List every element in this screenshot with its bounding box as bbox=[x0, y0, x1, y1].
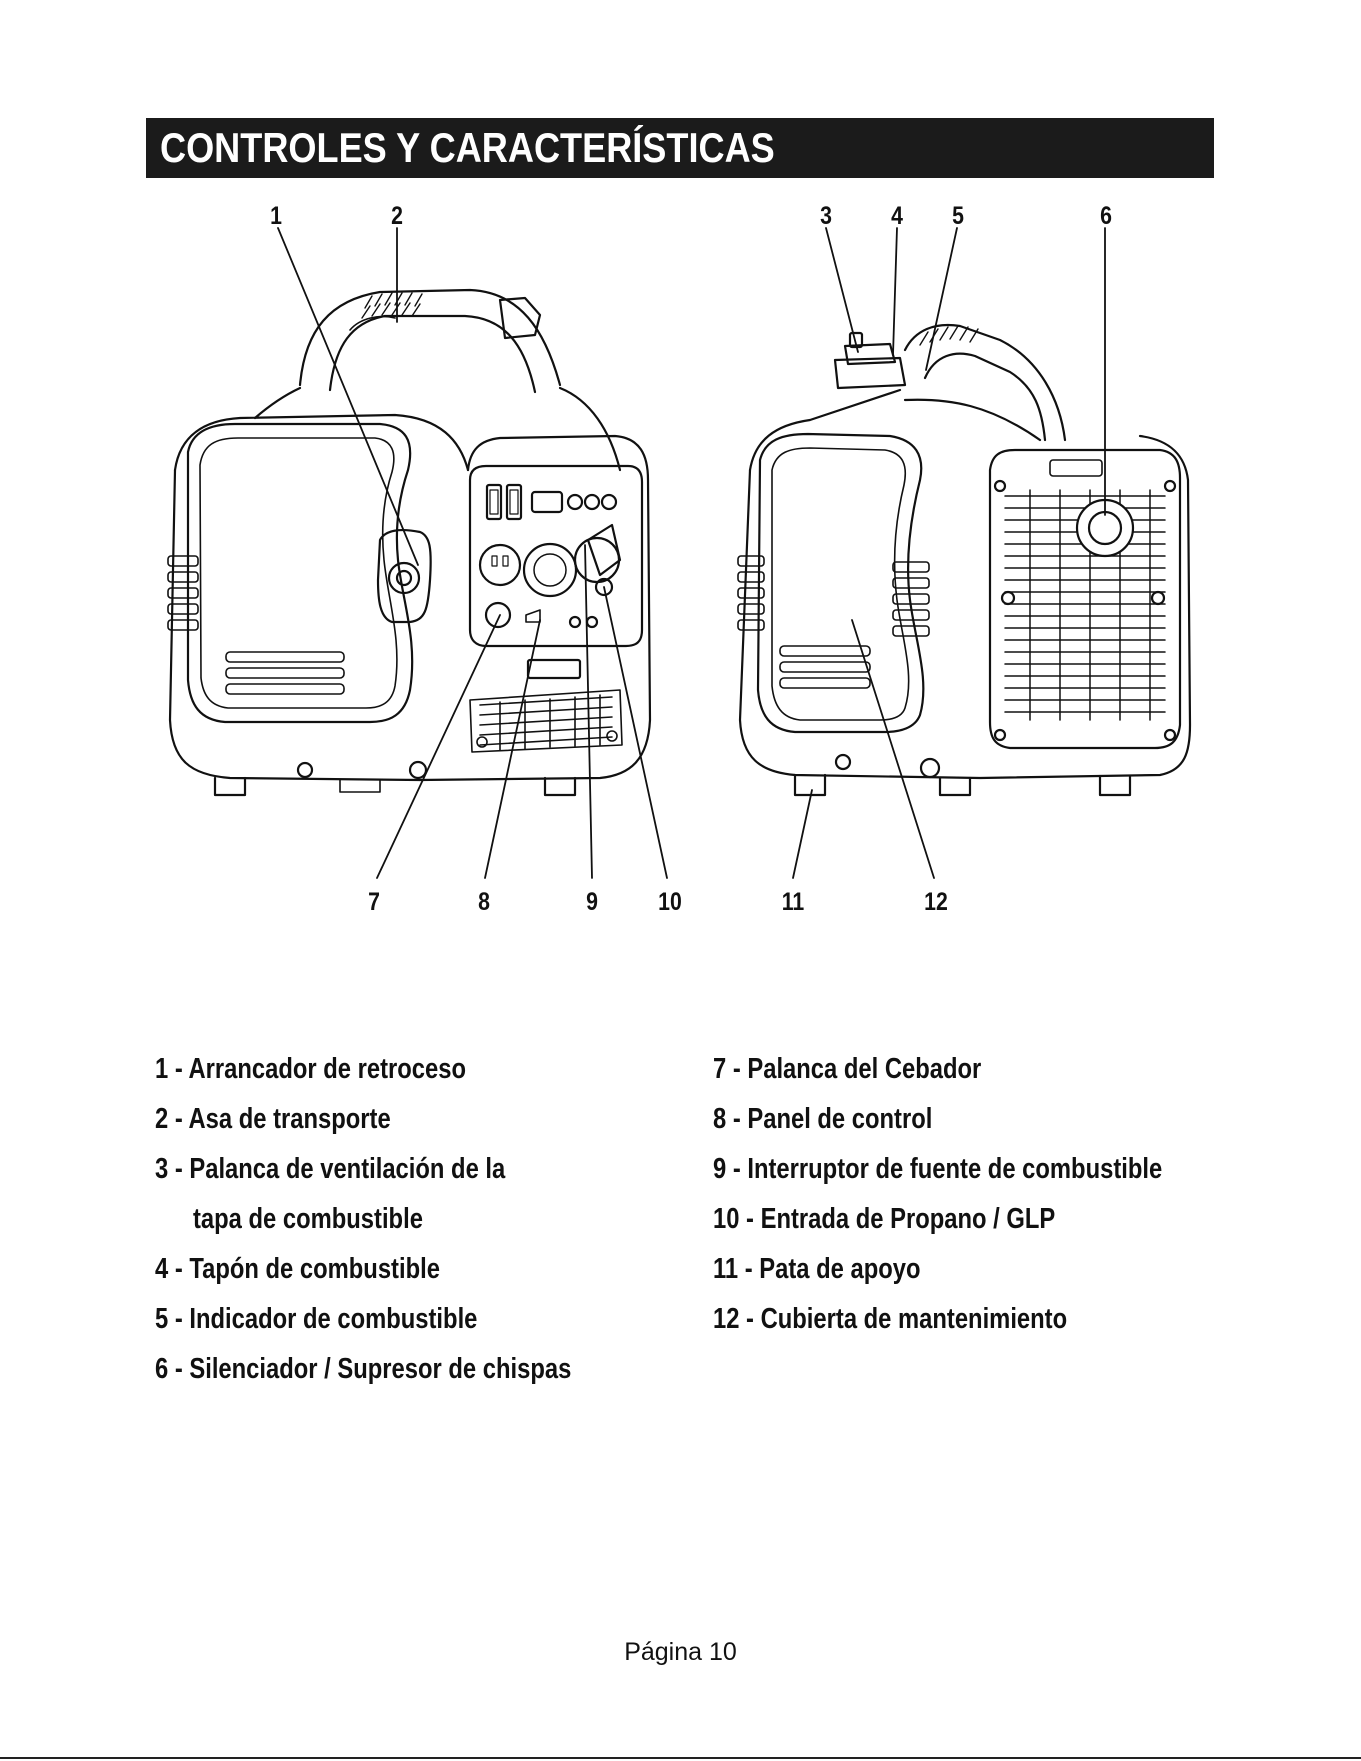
callout-7: 7 bbox=[368, 888, 380, 916]
control-panel bbox=[468, 464, 644, 680]
fuel-cap bbox=[833, 331, 907, 390]
legend-item: 11 - Pata de apoyo bbox=[713, 1253, 921, 1285]
callout-5: 5 bbox=[952, 202, 964, 230]
legend-item: 5 - Indicador de combustible bbox=[155, 1303, 478, 1335]
generator-rear-view bbox=[737, 324, 1192, 797]
callout-12: 12 bbox=[924, 888, 948, 916]
rear-side-vents bbox=[737, 555, 930, 689]
legend-item: 9 - Interruptor de fuente de combustible bbox=[713, 1153, 1163, 1185]
legend-item: 8 - Panel de control bbox=[713, 1103, 933, 1135]
legend-item: 1 - Arrancador de retroceso bbox=[155, 1053, 467, 1085]
callout-8: 8 bbox=[478, 888, 490, 916]
callout-6: 6 bbox=[1100, 202, 1112, 230]
legend-item: 12 - Cubierta de mantenimiento bbox=[713, 1303, 1068, 1335]
legend-item: 3 - Palanca de ventilación de la bbox=[155, 1153, 506, 1185]
page-number: Página 10 bbox=[624, 1638, 737, 1666]
callout-1: 1 bbox=[270, 202, 282, 230]
callout-3: 3 bbox=[820, 202, 832, 230]
section-title-bar: CONTROLES Y CARACTERÍSTICAS bbox=[146, 118, 1214, 178]
callout-4: 4 bbox=[891, 202, 903, 230]
legend-item-continuation: tapa de combustible bbox=[193, 1203, 423, 1235]
bottom-rule bbox=[0, 1757, 1361, 1759]
recoil-starter bbox=[376, 529, 432, 624]
generator-diagram bbox=[167, 227, 1192, 879]
callout-2: 2 bbox=[391, 202, 403, 230]
section-title: CONTROLES Y CARACTERÍSTICAS bbox=[160, 124, 775, 171]
legend-item: 10 - Entrada de Propano / GLP bbox=[713, 1203, 1056, 1235]
callout-leaders bbox=[277, 227, 1106, 879]
callout-10: 10 bbox=[658, 888, 682, 916]
callout-9: 9 bbox=[586, 888, 598, 916]
legend-item: 7 - Palanca del Cebador bbox=[713, 1053, 982, 1085]
legend-item: 2 - Asa de transporte bbox=[155, 1103, 391, 1135]
handle-grip bbox=[361, 292, 423, 319]
front-vent bbox=[469, 689, 623, 753]
callout-11: 11 bbox=[781, 888, 805, 916]
generator-front-view bbox=[167, 288, 652, 797]
legend-item: 6 - Silenciador / Supresor de chispas bbox=[155, 1353, 572, 1385]
legend-item: 4 - Tapón de combustible bbox=[155, 1253, 440, 1285]
side-vents bbox=[167, 555, 345, 695]
handle-grip-rear bbox=[919, 325, 979, 346]
